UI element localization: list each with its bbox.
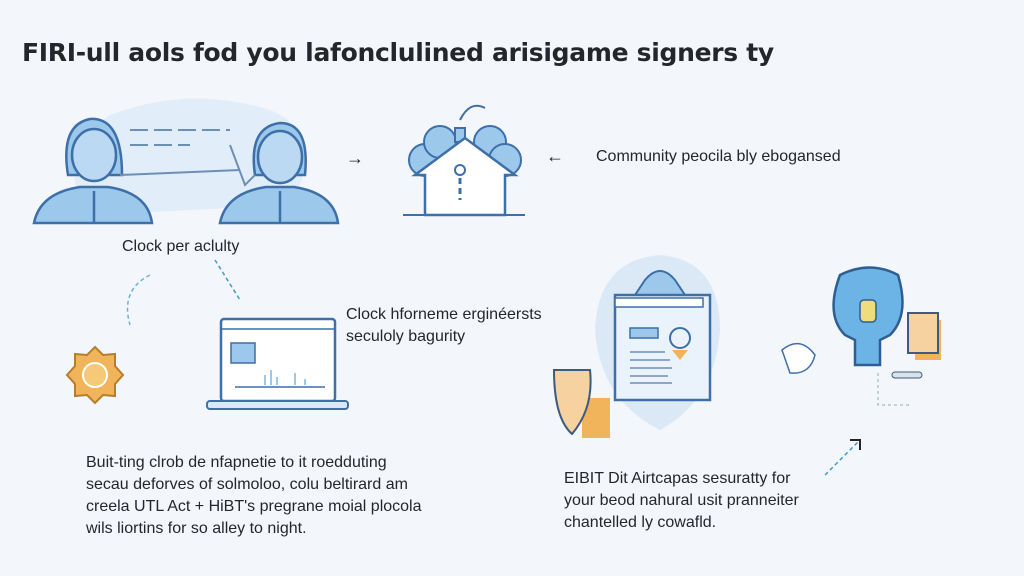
laptop-chart-icon xyxy=(206,317,349,410)
padlock-shield-illustration xyxy=(781,266,941,406)
arrow-right-icon: → xyxy=(346,148,364,168)
left-paragraph-line: secau deforves of solmoloo, colu beltira… xyxy=(86,476,408,493)
arrow-left-icon: ← xyxy=(546,146,564,166)
house-lock-illustration xyxy=(403,104,525,217)
people-illustration xyxy=(32,98,340,225)
document-certificate-illustration xyxy=(595,255,720,430)
clock-engineers-label-line2: seculoly bagurity xyxy=(346,328,466,345)
person-left-icon xyxy=(32,117,154,225)
person-right-icon xyxy=(218,121,340,225)
page-title: FIRI-ull aols fod you lafonclulined aris… xyxy=(22,38,774,67)
dashed-diagonal-arrow xyxy=(824,439,861,476)
clock-activity-label: Clock per aclulty xyxy=(122,238,240,255)
left-paragraph-line: Buit-ting clrob de nfapnetie to it roedd… xyxy=(86,454,387,471)
right-paragraph-line: EIBIT Dit Airtcapas sesuratty for xyxy=(564,470,791,487)
clock-engineers-label-line1: Clock hforneme erginéersts xyxy=(346,306,542,323)
shield-orange-icon xyxy=(552,369,610,438)
right-paragraph-line: chantelled ly cowafld. xyxy=(564,514,717,531)
dashed-arrows xyxy=(126,259,241,326)
community-label: Community peocila bly ebogansed xyxy=(596,148,841,165)
left-paragraph-line: wils liortins for so alley to night. xyxy=(86,520,307,537)
right-paragraph-line: your beod nahural usit pranneiter xyxy=(564,492,799,509)
left-paragraph-line: creela UTL Act + HiBT's pregrane moial p… xyxy=(86,498,422,515)
badge-icon xyxy=(65,345,125,405)
left-paragraph: Buit-ting clrob de nfapnetie to it roedd… xyxy=(86,452,422,540)
right-paragraph: EIBIT Dit Airtcapas sesuratty for your b… xyxy=(564,468,799,534)
